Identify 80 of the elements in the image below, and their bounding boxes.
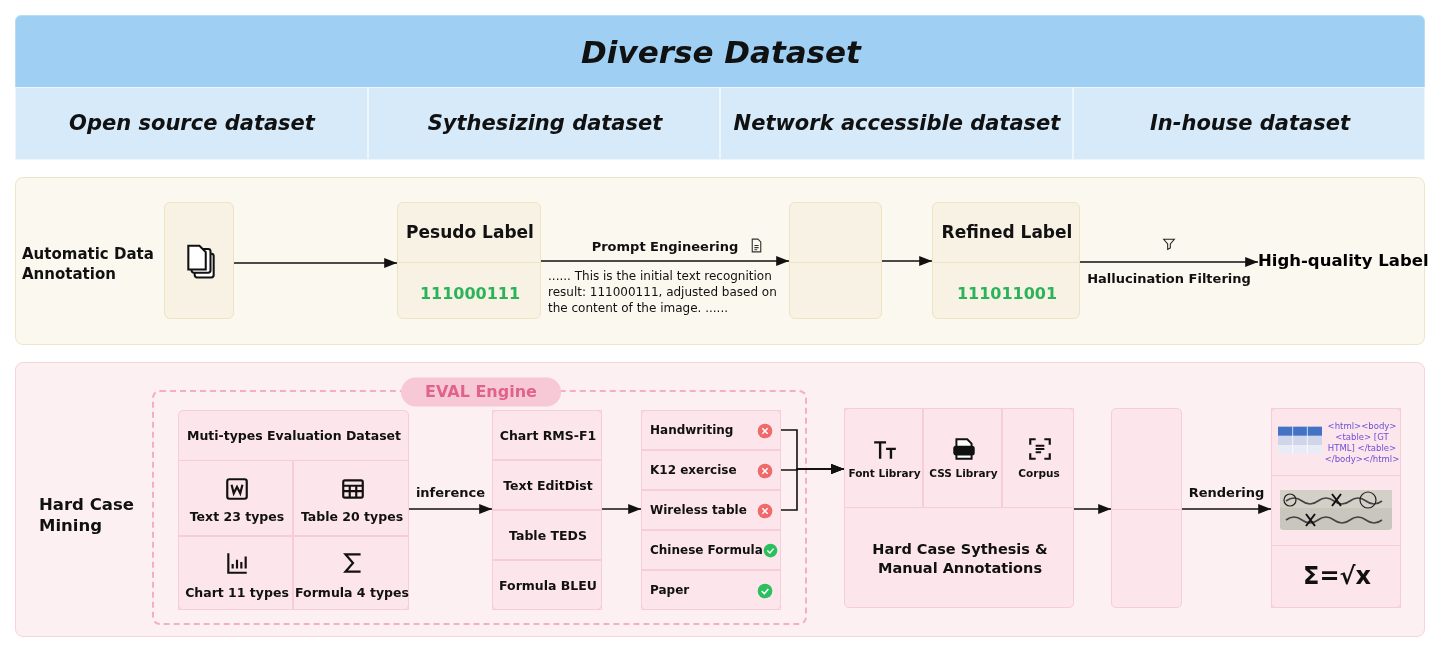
edge-label: Hallucination Filtering (1087, 270, 1251, 286)
case-cell (641, 410, 781, 450)
cell-label: Text EditDist (503, 477, 593, 495)
heading: Refined Label (941, 220, 1073, 244)
resource-cell (1002, 408, 1074, 508)
formula-text: Σ=√x (1303, 561, 1371, 593)
type-cell (178, 536, 293, 610)
cell-label: Paper (650, 583, 690, 599)
cell-label: Text 23 types (189, 508, 285, 526)
resource-cell (844, 408, 923, 508)
code-text: <html><body> <table> [GT HTML] </table> </body></html> (1324, 420, 1400, 466)
cell-label: Chinese Formula (650, 543, 763, 559)
arrow (881, 255, 933, 267)
cell-label: Table TEDS (509, 527, 587, 545)
category-cell (15, 87, 368, 160)
cell-label: Formula 4 types (295, 584, 409, 602)
title-banner (15, 15, 1425, 160)
arrow (233, 257, 398, 269)
cell-label: Chart 11 types (185, 584, 289, 602)
group-title: EVAL Engine (401, 377, 561, 407)
metric-cell (492, 410, 602, 460)
dataset-panel (178, 410, 409, 610)
label-card (397, 202, 541, 319)
category-label: Open source dataset (69, 110, 315, 138)
category-cell (720, 87, 1073, 160)
result-label: High-quality Label (1258, 251, 1429, 270)
metric-panel (492, 410, 602, 610)
heading: Hard Case Sythesis & Manual Annotations (871, 540, 1049, 578)
arrow (1079, 256, 1259, 268)
type-cell (293, 460, 409, 536)
arrow (540, 255, 790, 267)
case-cell (641, 490, 781, 530)
case-cell (641, 450, 781, 490)
resource-cell (923, 408, 1002, 508)
value-text: 111011001 (956, 283, 1058, 305)
cell-label: Corpus (1018, 467, 1060, 481)
model-card (789, 202, 882, 319)
cell-label: Table 20 types (300, 508, 404, 526)
annotation-text: ...... This is the initial text recognition result: 111000111, adjusted based on the content of the image. ...... (548, 268, 778, 317)
type-cell (293, 536, 409, 610)
value-text: 111000111 (419, 283, 521, 305)
document-card (164, 202, 234, 319)
case-cell (641, 530, 781, 570)
renderer-card (1111, 408, 1182, 608)
arrow (1073, 503, 1112, 515)
type-cell (178, 460, 293, 536)
metric-cell (492, 560, 602, 610)
arrow (601, 503, 642, 515)
case-panel (641, 410, 781, 610)
code-cell (1271, 408, 1401, 476)
heading: Pesudo Label (406, 220, 534, 244)
cell-label: Formula BLEU (499, 577, 597, 595)
cell-label: Chart RMS-F1 (499, 427, 597, 445)
cell-label: K12 exercise (650, 463, 737, 479)
formula-cell (1271, 545, 1401, 608)
cell-label: Font Library (848, 467, 921, 481)
section-panel (15, 362, 1425, 637)
section-label: Automatic Data Annotation (22, 244, 155, 284)
arrow (1181, 503, 1272, 515)
label-card (932, 202, 1080, 319)
arrow (408, 503, 493, 515)
category-cell (1073, 87, 1425, 160)
title: Diverse Dataset (581, 32, 861, 72)
category-cell (368, 87, 720, 160)
edge-label: Rendering (1188, 484, 1265, 500)
arrow (780, 463, 845, 511)
cell-label: CSS Library (929, 467, 998, 481)
cell-label: Wireless table (650, 503, 747, 519)
synthesis-panel (844, 408, 1074, 608)
edge-label: inference (415, 484, 486, 500)
metric-cell (492, 510, 602, 560)
heading: Muti-types Evaluation Dataset (186, 427, 402, 445)
category-label: Sythesizing dataset (427, 110, 663, 138)
section-label: Hard Case Mining (39, 493, 135, 537)
edge-label: Prompt Engineering (591, 238, 739, 254)
metric-cell (492, 460, 602, 510)
case-cell (641, 570, 781, 610)
category-label: In-house dataset (1149, 110, 1351, 138)
category-label: Network accessible dataset (733, 110, 1061, 138)
cell-label: Handwriting (650, 423, 734, 439)
